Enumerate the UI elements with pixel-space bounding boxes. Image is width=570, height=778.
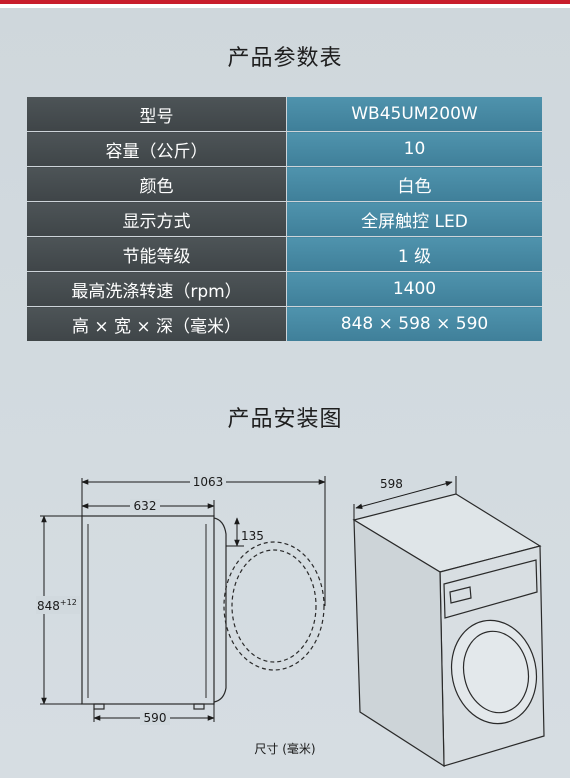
row-label: 高 × 宽 × 深（毫米） — [27, 306, 287, 341]
row-value: WB45UM200W — [286, 97, 542, 132]
row-label: 容量（公斤） — [27, 131, 287, 167]
row-label: 节能等级 — [27, 236, 287, 272]
dimensions — [40, 476, 326, 722]
door-swing-circle — [223, 541, 325, 671]
dim-width: 598 — [380, 477, 403, 491]
table-row: 节能等级 1 级 — [27, 236, 542, 272]
dim-base-depth: 590 — [144, 711, 167, 725]
control-panel — [443, 559, 538, 619]
top-accent-rule — [0, 0, 570, 4]
door-profile — [213, 517, 227, 703]
side-view — [81, 515, 325, 710]
row-label: 型号 — [27, 97, 287, 132]
top-white-band — [0, 4, 570, 8]
foot — [93, 703, 105, 710]
row-value: 10 — [286, 131, 542, 167]
install-diagram-title: 产品安装图 — [227, 407, 343, 432]
row-value: 1 级 — [286, 236, 542, 272]
table-row: 高 × 宽 × 深（毫米） 848 × 598 × 590 — [27, 306, 542, 341]
dim-cabinet-depth: 632 — [134, 499, 157, 513]
table-row: 最高洗涤转速（rpm） 1400 — [27, 271, 542, 307]
row-label: 最高洗涤转速（rpm） — [27, 271, 287, 307]
door-swing-circle-inner — [231, 549, 317, 663]
dim-height: 848+12 — [37, 598, 77, 613]
door-glass — [462, 630, 530, 714]
row-label: 颜色 — [27, 166, 287, 202]
table-row: 显示方式 全屏触控 LED — [27, 201, 542, 237]
machine-side-face — [353, 518, 445, 768]
table-row: 颜色 白色 — [27, 166, 542, 202]
spec-table-title: 产品参数表 — [227, 46, 343, 71]
side-cabinet-outline — [81, 515, 215, 705]
foot — [193, 703, 205, 710]
table-row: 容量（公斤） 10 — [27, 131, 542, 167]
row-label: 显示方式 — [27, 201, 287, 237]
spec-table: 型号 WB45UM200W 容量（公斤） 10 颜色 白色 显示方式 全屏触控 … — [27, 97, 542, 341]
row-value: 848 × 598 × 590 — [286, 306, 542, 341]
installation-drawing: 1063 632 135 848+12 590 598 — [36, 475, 545, 768]
row-value: 全屏触控 LED — [286, 201, 542, 237]
unit-caption: 尺寸 (毫米) — [254, 742, 316, 756]
isometric-machine — [352, 476, 545, 768]
dim-total-depth: 1063 — [193, 475, 224, 489]
row-value: 白色 — [286, 166, 542, 202]
dim-top-offset: 135 — [241, 529, 264, 543]
table-row: 型号 WB45UM200W — [27, 97, 542, 132]
row-value: 1400 — [286, 271, 542, 307]
detergent-drawer — [449, 586, 472, 604]
dimension-labels: 1063 632 135 848+12 590 598 — [36, 475, 403, 725]
